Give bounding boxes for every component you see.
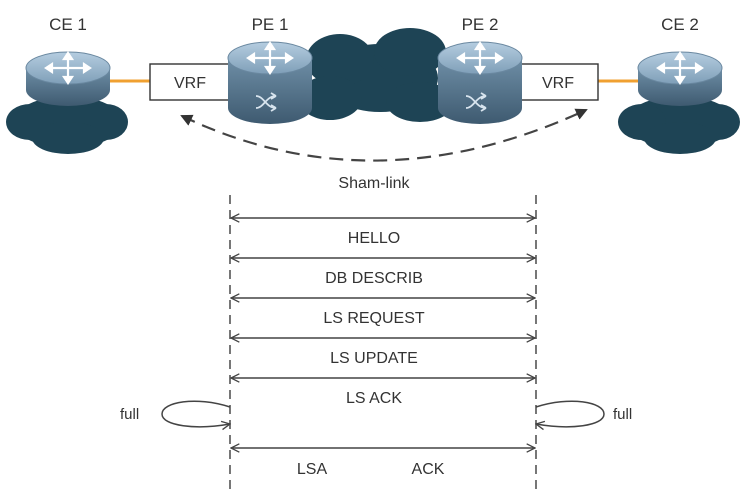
pe1-label: PE 1 xyxy=(252,15,289,34)
ce1-router-icon xyxy=(25,51,111,106)
final-label-lsa: LSA xyxy=(297,461,328,478)
full-loop-left xyxy=(161,400,230,427)
full-loop-right xyxy=(536,400,605,427)
pe2-label: PE 2 xyxy=(462,15,499,34)
message-label-db-describ: DB DESCRIB xyxy=(325,270,423,287)
message-label-ls-ack: LS ACK xyxy=(346,390,402,407)
message-label-hello: HELLO xyxy=(348,230,400,247)
pe2-router-icon xyxy=(437,41,523,124)
message-arrows xyxy=(231,218,535,448)
ce2-label: CE 2 xyxy=(661,15,699,34)
vrf-label-left: VRF xyxy=(174,75,206,92)
vrf-label-right: VRF xyxy=(542,75,574,92)
message-label-ls-update: LS UPDATE xyxy=(330,350,418,367)
ce2-router-icon xyxy=(637,51,723,106)
vrf-box-left: VRF xyxy=(149,63,231,101)
ce2-cloud-icon xyxy=(618,96,740,154)
sham-link-label: Sham-link xyxy=(338,175,410,192)
backbone-cloud-icon xyxy=(298,28,454,122)
final-label-ack: ACK xyxy=(412,461,445,478)
full-label-left: full xyxy=(120,406,139,423)
full-label-right: full xyxy=(613,406,632,423)
ce1-label: CE 1 xyxy=(49,15,87,34)
vrf-box-right: VRF xyxy=(517,63,599,101)
ce1-cloud-icon xyxy=(6,96,128,154)
sham-link-arrow xyxy=(180,108,588,162)
pe1-router-icon xyxy=(227,41,313,124)
message-label-ls-request: LS REQUEST xyxy=(323,310,425,327)
